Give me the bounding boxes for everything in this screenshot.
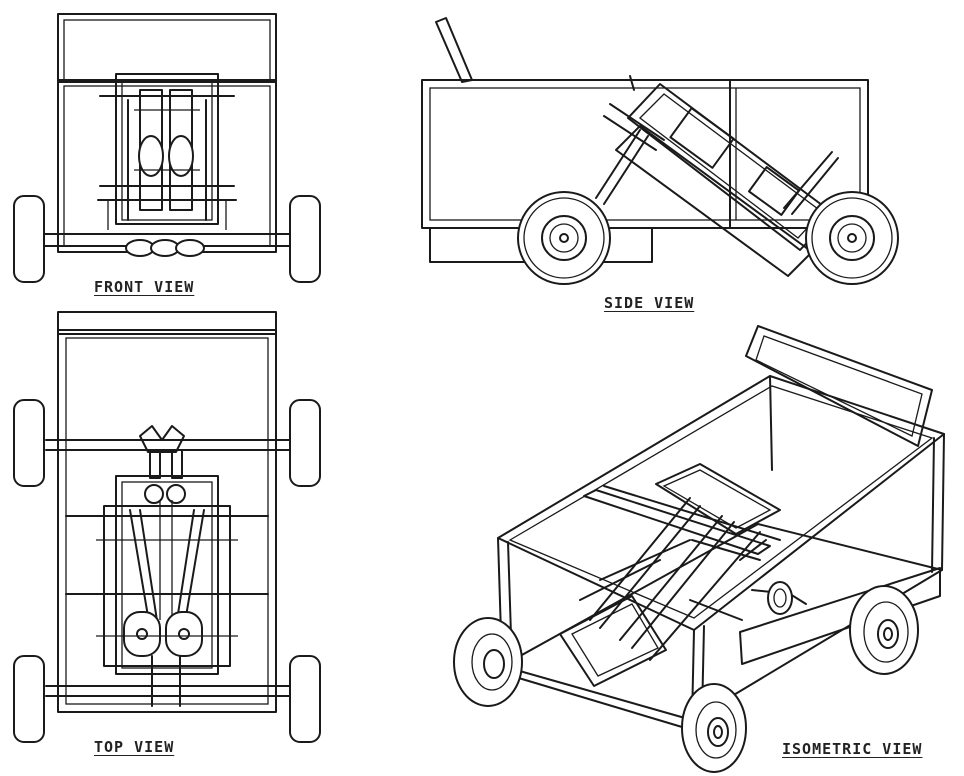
side-view	[421, 17, 899, 285]
front-view	[13, 13, 321, 283]
side-rear-wheel	[517, 191, 611, 285]
top-front-left-wheel	[13, 655, 45, 743]
side-mechanism	[595, 75, 839, 277]
isometric-view	[453, 325, 945, 773]
side-handle	[435, 17, 473, 83]
top-rear-right-wheel	[289, 399, 321, 487]
iso-front-left-wheel	[681, 683, 747, 773]
iso-front-right-wheel	[849, 585, 919, 675]
top-view	[13, 311, 321, 743]
top-rear-left-wheel	[13, 399, 45, 487]
front-right-wheel	[289, 195, 321, 283]
top-view-label: TOP VIEW	[94, 738, 175, 756]
top-main-frame	[57, 329, 277, 713]
iso-mechanism	[559, 463, 807, 687]
front-view-label: FRONT VIEW	[94, 278, 195, 296]
iso-bottom-frame	[501, 523, 943, 721]
front-left-wheel	[13, 195, 45, 283]
top-mechanism	[96, 425, 238, 707]
top-front-right-wheel	[289, 655, 321, 743]
iso-handle	[745, 325, 933, 447]
front-backrest-frame	[57, 13, 277, 83]
front-mechanism	[97, 73, 237, 257]
isometric-view-label: ISOMETRIC VIEW	[782, 740, 923, 758]
side-front-wheel	[805, 191, 899, 285]
top-backrest	[57, 311, 277, 335]
front-main-frame	[57, 79, 277, 253]
side-view-label: SIDE VIEW	[604, 294, 695, 312]
side-main-frame	[421, 79, 869, 229]
iso-rear-left-wheel	[453, 617, 523, 707]
